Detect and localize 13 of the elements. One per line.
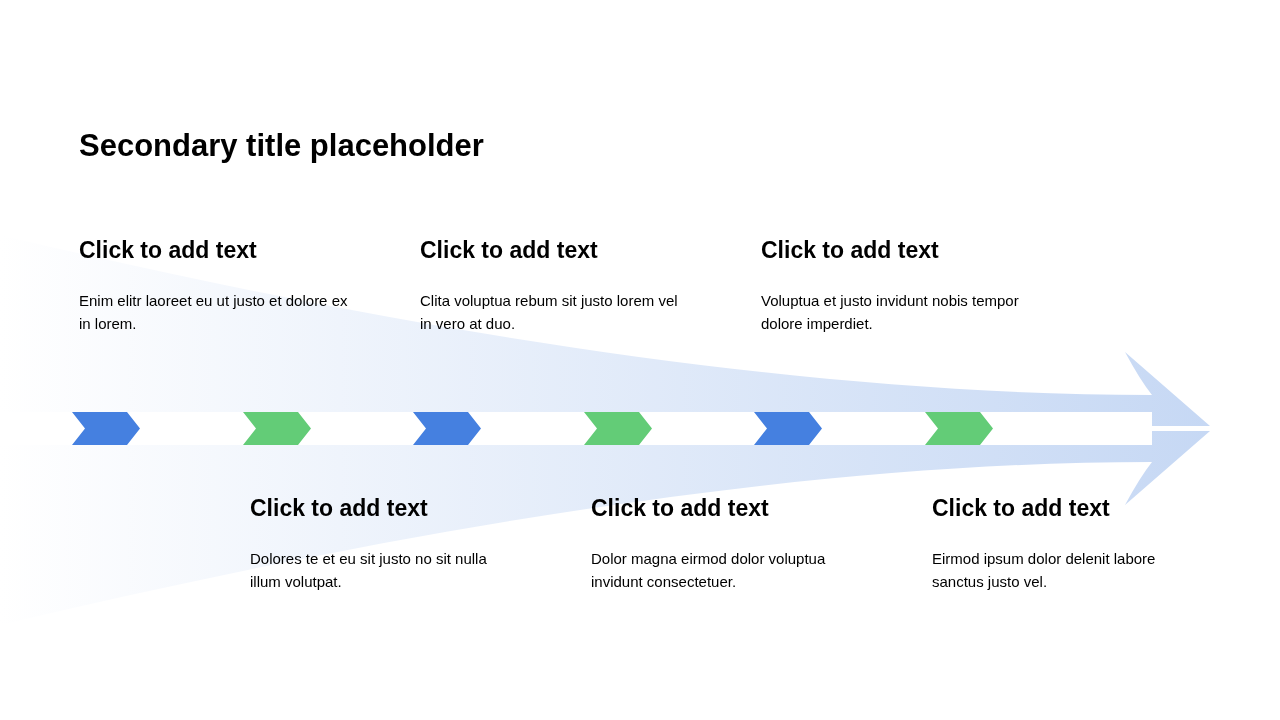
- heading-text: Click to add text: [932, 495, 1110, 522]
- description-text: Clita voluptua rebum sit justo lorem vel in vero at duo.: [420, 291, 679, 334]
- heading-text: Click to add text: [79, 237, 257, 264]
- heading-text: Click to add text: [250, 495, 428, 522]
- heading-text: Click to add text: [761, 237, 939, 264]
- heading-text: Click to add text: [420, 237, 598, 264]
- heading-text: Click to add text: [591, 495, 769, 522]
- description-text: Dolores te et eu sit justo no sit nulla illum volutpat.: [250, 549, 488, 592]
- description-text: Eirmod ipsum dolor delenit labore sanctus justo vel.: [932, 549, 1157, 592]
- description-text: Enim elitr laoreet eu ut justo et dolore ex in lorem.: [79, 291, 349, 334]
- description-text: Dolor magna eirmod dolor voluptua invidunt consectetuer.: [591, 549, 827, 592]
- slide-title: Secondary title placeholder: [79, 128, 484, 164]
- description-text: Voluptua et justo invidunt nobis tempor dolore imperdiet.: [761, 291, 1020, 334]
